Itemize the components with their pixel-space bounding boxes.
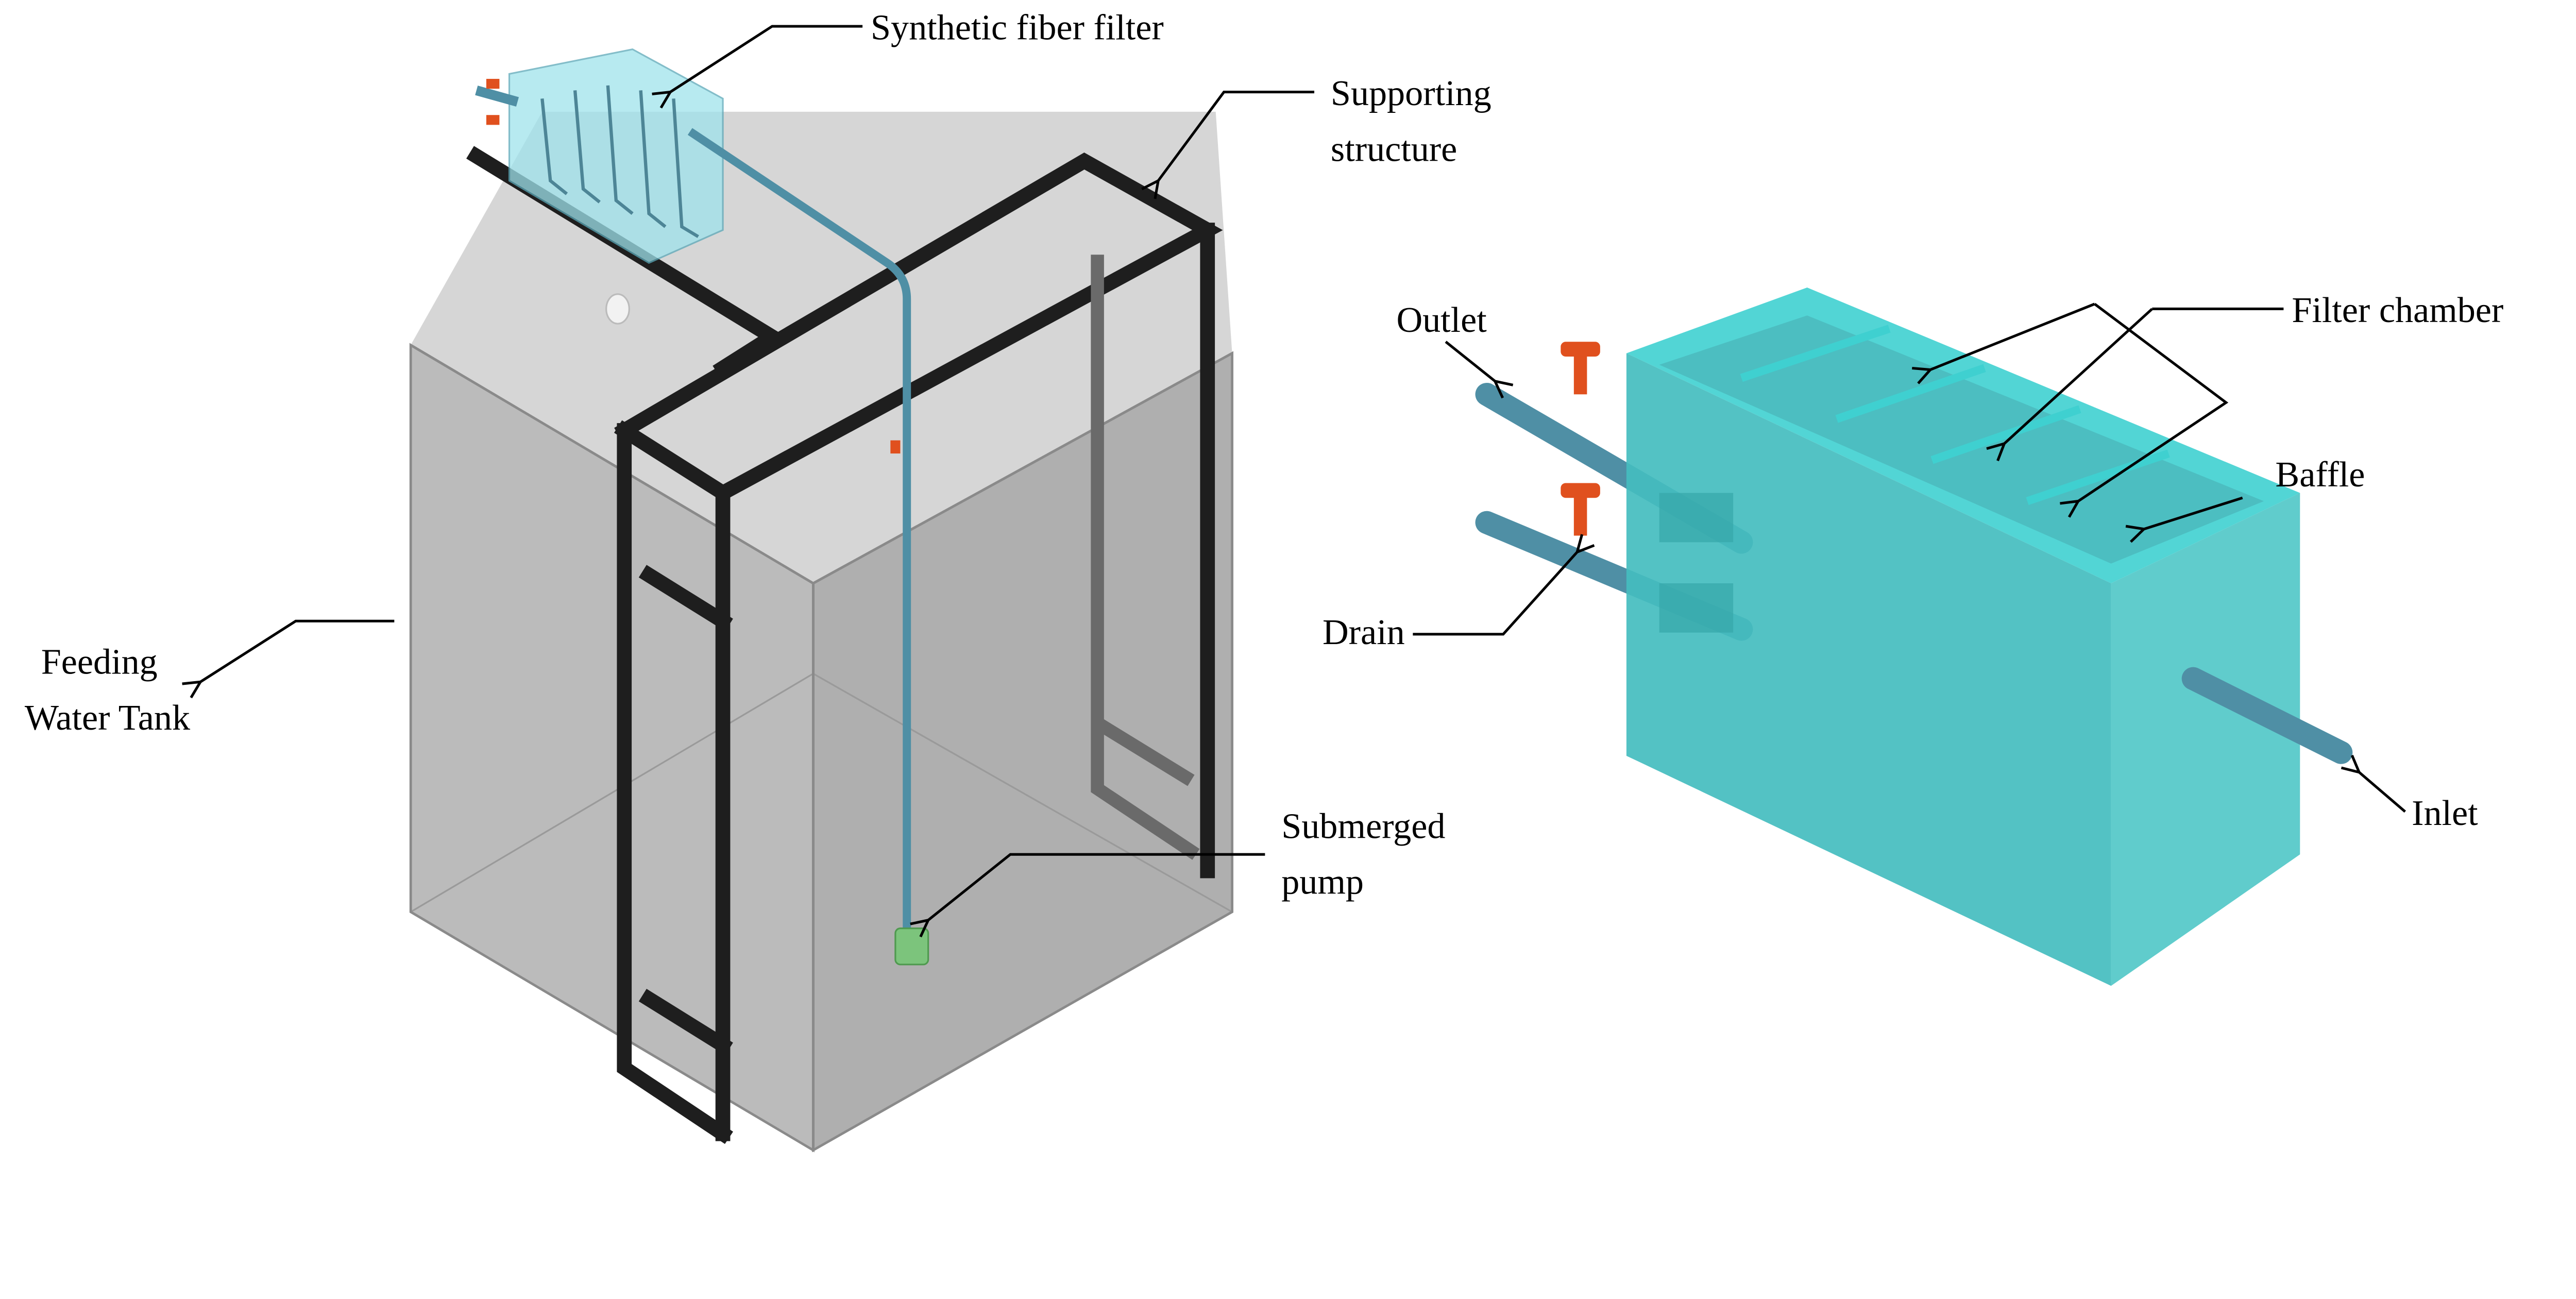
feeding-water-tank — [409, 111, 1233, 1153]
valve-icon — [1561, 342, 1600, 536]
label-feeding-2: Water Tank — [25, 698, 191, 738]
label-supporting-structure-2: structure — [1331, 129, 1457, 169]
submerged-pump — [894, 927, 929, 966]
leader-arrow — [2144, 496, 2243, 529]
label-synthetic-fiber-filter: Synthetic fiber filter — [871, 8, 1164, 48]
leader-arrow — [1445, 341, 1495, 381]
leader-arrow — [1158, 91, 1315, 181]
leader-arrow — [2078, 302, 2229, 501]
leader-arrow — [928, 853, 1265, 920]
label-submerged-pump-2: pump — [1281, 862, 1364, 902]
leader-arrow — [2359, 772, 2406, 813]
supporting-structure — [466, 146, 1223, 1144]
leader-arrow — [1413, 552, 1577, 636]
label-submerged-pump-1: Submerged — [1281, 806, 1445, 846]
pipe-valve-icon — [890, 440, 901, 454]
filter-valve-icon — [486, 79, 500, 89]
tank-opening — [605, 293, 630, 325]
label-feeding-1: Feeding — [41, 642, 158, 682]
label-outlet: Outlet — [1396, 300, 1487, 340]
leader-arrow — [200, 619, 395, 682]
label-filter-chamber: Filter chamber — [2292, 290, 2503, 330]
leader-arrow — [1930, 302, 2095, 370]
filter-valve-icon — [486, 115, 500, 125]
leader-arrow — [2004, 308, 2154, 443]
feed-pipe — [687, 128, 911, 929]
label-supporting-structure-1: Supporting — [1331, 73, 1492, 113]
rear-frame-post — [1091, 255, 1200, 860]
label-baffle: Baffle — [2275, 454, 2365, 495]
filter-system-diagram: Synthetic fiber filter Supporting struct… — [25, 8, 2503, 1153]
leader-arrow — [670, 25, 863, 92]
inlet-pipe — [2181, 667, 2353, 764]
label-drain: Drain — [1323, 612, 1405, 652]
label-inlet: Inlet — [2412, 793, 2478, 833]
filter-chamber-box — [1475, 288, 2353, 986]
